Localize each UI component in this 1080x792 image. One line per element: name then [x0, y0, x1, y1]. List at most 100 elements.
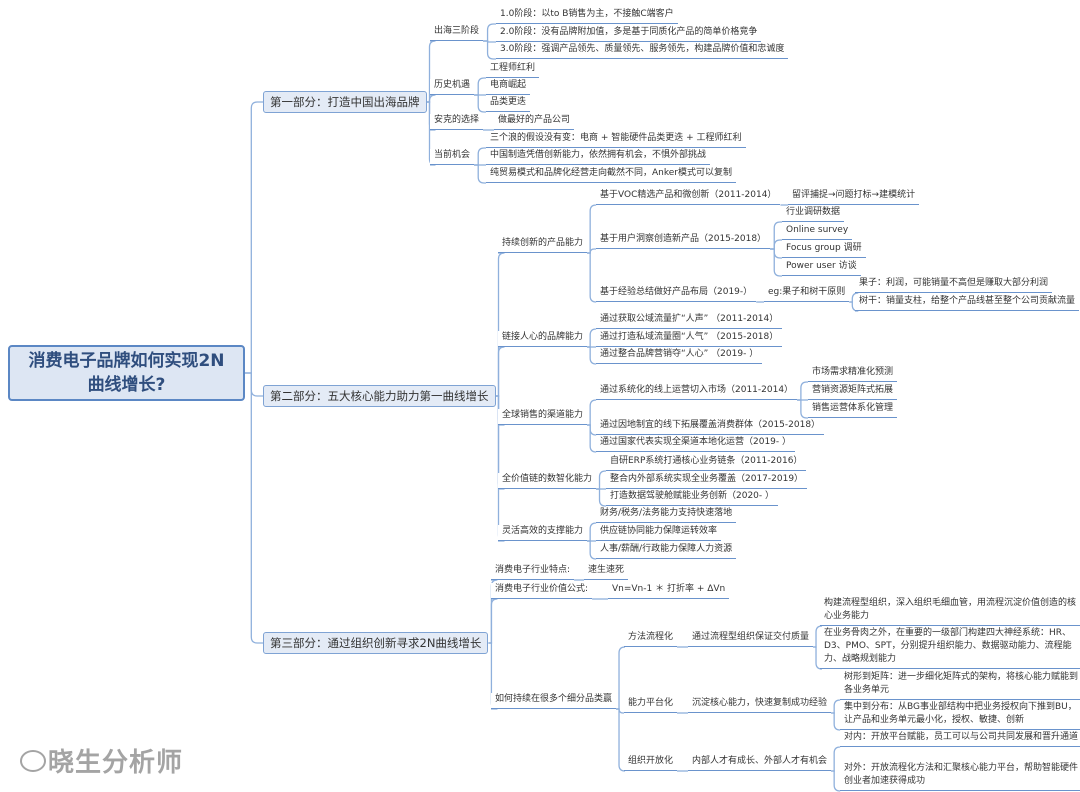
subtopic[interactable]: 通过国家代表实现全渠道本地化运营（2019- ） — [596, 436, 796, 452]
subtopic[interactable]: 集中到分布：从BG事业部结构中把业务授权向下推到BU，让产品和业务单元最小化，授… — [840, 701, 1080, 730]
subtopic[interactable]: eg:果子和树干原则 — [764, 286, 850, 302]
subtopic[interactable]: 自研ERP系统打通核心业务链条（2011-2016） — [606, 455, 807, 471]
subtopic[interactable]: 工程师红利 — [486, 62, 540, 78]
subtopic[interactable]: 树形到矩阵：进一步细化矩阵式的架构，将核心能力赋能到各业务单元 — [840, 671, 1080, 700]
subtopic[interactable]: 通过流程型组织保证交付质量 — [688, 631, 814, 647]
subtopic[interactable]: Online survey — [782, 224, 853, 240]
connector-line — [797, 381, 808, 401]
topic-now[interactable]: 当前机会 — [430, 149, 475, 165]
connector-line — [483, 40, 496, 60]
subtopic[interactable]: 速生速死 — [584, 564, 629, 580]
subtopic[interactable]: 通过整合品牌营销夺“人心” （2019- ） — [596, 348, 763, 364]
connector-line — [245, 101, 263, 374]
topic-how[interactable]: 如何持续在很多个细分品类赢 — [491, 693, 617, 709]
subtopic[interactable]: 财务/税务/法务能力支持快速落地 — [596, 507, 737, 523]
connector-line — [831, 746, 841, 772]
subtopic[interactable]: 供应链协同能力保障运转效率 — [596, 525, 722, 541]
connector-line — [596, 488, 606, 507]
connector-line — [596, 470, 606, 490]
subtopic[interactable]: 组织开放化 — [624, 755, 678, 771]
subtopic[interactable]: 通过因地制宜的线下拓展覆盖消费群体（2015-2018） — [596, 419, 825, 435]
part1-topic[interactable]: 第一部分：打造中国出海品牌 — [263, 91, 427, 113]
subtopic[interactable]: 基于VOC精选产品和微创新（2011-2014） — [596, 189, 781, 205]
topic-choice[interactable]: 安克的选择 — [430, 114, 484, 130]
subtopic[interactable]: 1.0阶段：以to B销售为主，不接触C端客户 — [496, 8, 678, 24]
topic-formula[interactable]: 消费电子行业价值公式: — [491, 583, 593, 599]
connector-line — [483, 23, 496, 42]
root-topic-label: 消费电子品牌如何实现2N曲线增长? — [28, 351, 225, 395]
subtopic[interactable]: 方法流程化 — [624, 631, 678, 647]
connector-line — [587, 399, 597, 426]
subtopic[interactable]: 通过打造私域流量圈“人气” （2015-2018） — [596, 331, 783, 347]
topic-stages[interactable]: 出海三阶段 — [430, 25, 484, 41]
subtopic[interactable]: 行业调研数据 — [782, 206, 845, 222]
subtopic[interactable]: 留评捕捉→问题打标→建模统计 — [788, 189, 920, 205]
connector-line — [616, 708, 624, 714]
subtopic[interactable]: 人事/薪酬/行政能力保障人力资源 — [596, 543, 737, 559]
subtopic[interactable]: 内部人才有成长、外部人才有机会 — [688, 755, 832, 771]
connector-line — [495, 252, 505, 397]
subtopic[interactable]: Vn=Vn-1 ＊ 打折率 + ΔVn — [608, 583, 730, 599]
subtopic[interactable]: 三个浪的假设没有变：电商 + 智能硬件品类更迭 + 工程师红利 — [486, 132, 746, 148]
connector-line — [770, 248, 782, 259]
topic-product[interactable]: 持续创新的产品能力 — [498, 237, 588, 253]
topic-channel[interactable]: 全球销售的渠道能力 — [498, 409, 588, 425]
subtopic[interactable]: 通过系统化的线上运营切入市场（2011-2014） — [596, 384, 798, 400]
subtopic[interactable]: 营销资源矩阵式拓展 — [808, 384, 898, 400]
topic-support[interactable]: 灵活高效的支撑能力 — [498, 525, 588, 541]
root-topic[interactable]: 消费电子品牌如何实现2N曲线增长? — [8, 345, 245, 401]
subtopic[interactable]: 整合内外部系统实现全业务覆盖（2017-2019） — [606, 473, 808, 489]
connector-line — [587, 522, 597, 542]
subtopic[interactable]: 中国制造凭借创新能力，依然拥有机会，不惧外部挑战 — [486, 149, 711, 165]
connector-line — [488, 598, 498, 644]
subtopic[interactable]: 对外：开放流程化方法和汇聚核心能力平台，帮助智能硬件创业者加速获得成功 — [840, 762, 1080, 791]
connector-line — [245, 372, 263, 397]
subtopic[interactable]: 对内：开放平台赋能，员工可以与公司共同发展和晋升通道 — [840, 731, 1080, 747]
connector-line — [831, 699, 841, 714]
subtopic[interactable]: 做最好的产品公司 — [494, 114, 575, 130]
connector-line — [831, 770, 841, 792]
connector-line — [797, 399, 808, 419]
topic-brand[interactable]: 链接人心的品牌能力 — [498, 331, 588, 347]
subtopic[interactable]: 果子：利润，可能销量不高但是赚取大部分利润 — [855, 277, 1053, 293]
connector-line — [770, 248, 782, 277]
subtopic[interactable]: 电商崛起 — [486, 79, 531, 95]
topic-digital[interactable]: 全价值链的数智化能力 — [498, 473, 597, 489]
subtopic[interactable]: 市场需求精准化预测 — [808, 366, 898, 382]
part3-topic[interactable]: 第三部分：通过组织创新寻求2N曲线增长 — [263, 632, 489, 654]
connector-line — [587, 204, 597, 254]
connector-line — [770, 239, 782, 250]
subtopic[interactable]: 品类更迭 — [486, 96, 531, 112]
connector-line — [587, 248, 596, 254]
subtopic[interactable]: 在业务骨肉之外，在重要的一级部门构建四大神经系统：HR、D3、PMO、SPT，分… — [820, 627, 1080, 669]
subtopic[interactable]: 3.0阶段：强调产品领先、质量领先、服务领先，构建品牌价值和忠诚度 — [496, 43, 789, 59]
subtopic[interactable]: 基于经验总结做好产品布局（2019-） — [596, 286, 757, 302]
connector-line — [587, 346, 597, 365]
subtopic[interactable]: 销售运营体系化管理 — [808, 402, 898, 418]
wechat-watermark-icon — [20, 750, 46, 772]
subtopic[interactable]: 2.0阶段：没有品牌附加值，多是基于同质化产品的简单价格竞争 — [496, 26, 762, 42]
subtopic[interactable]: Power user 访谈 — [782, 260, 861, 276]
connector-line — [770, 221, 782, 250]
subtopic[interactable]: Focus group 调研 — [782, 242, 866, 258]
connector-line — [587, 540, 597, 560]
connector-line — [245, 372, 263, 644]
topic-trait[interactable]: 消费电子行业特点: — [491, 564, 575, 580]
connector-line — [474, 77, 486, 96]
topic-history[interactable]: 历史机遇 — [430, 79, 475, 95]
subtopic[interactable]: 纯贸易模式和品牌化经营走向截然不同，Anker模式可以复制 — [486, 167, 736, 183]
connector-line — [474, 147, 486, 166]
connector-line — [587, 252, 597, 303]
subtopic[interactable]: 基于用户洞察创造新产品（2015-2018） — [596, 233, 771, 249]
connector-line — [495, 346, 505, 397]
subtopic[interactable]: 树干：销量支柱，给整个产品线甚至整个公司贡献流量 — [855, 295, 1080, 311]
subtopic[interactable]: 构建流程型组织，深入组织毛细血管，用流程沉淀价值创造的核心业务能力 — [820, 597, 1080, 626]
subtopic[interactable]: 沉淀核心能力，快速复制成功经验 — [688, 697, 832, 713]
connector-line — [474, 164, 486, 184]
connector-line — [474, 94, 486, 113]
connector-line — [426, 94, 436, 103]
part2-topic[interactable]: 第二部分：五大核心能力助力第一曲线增长 — [263, 385, 496, 407]
subtopic[interactable]: 通过获取公域流量扩“人声” （2011-2014） — [596, 313, 783, 329]
subtopic[interactable]: 能力平台化 — [624, 697, 678, 713]
subtopic[interactable]: 打造数据驾驶舱赋能业务创新（2020- ） — [606, 490, 779, 506]
